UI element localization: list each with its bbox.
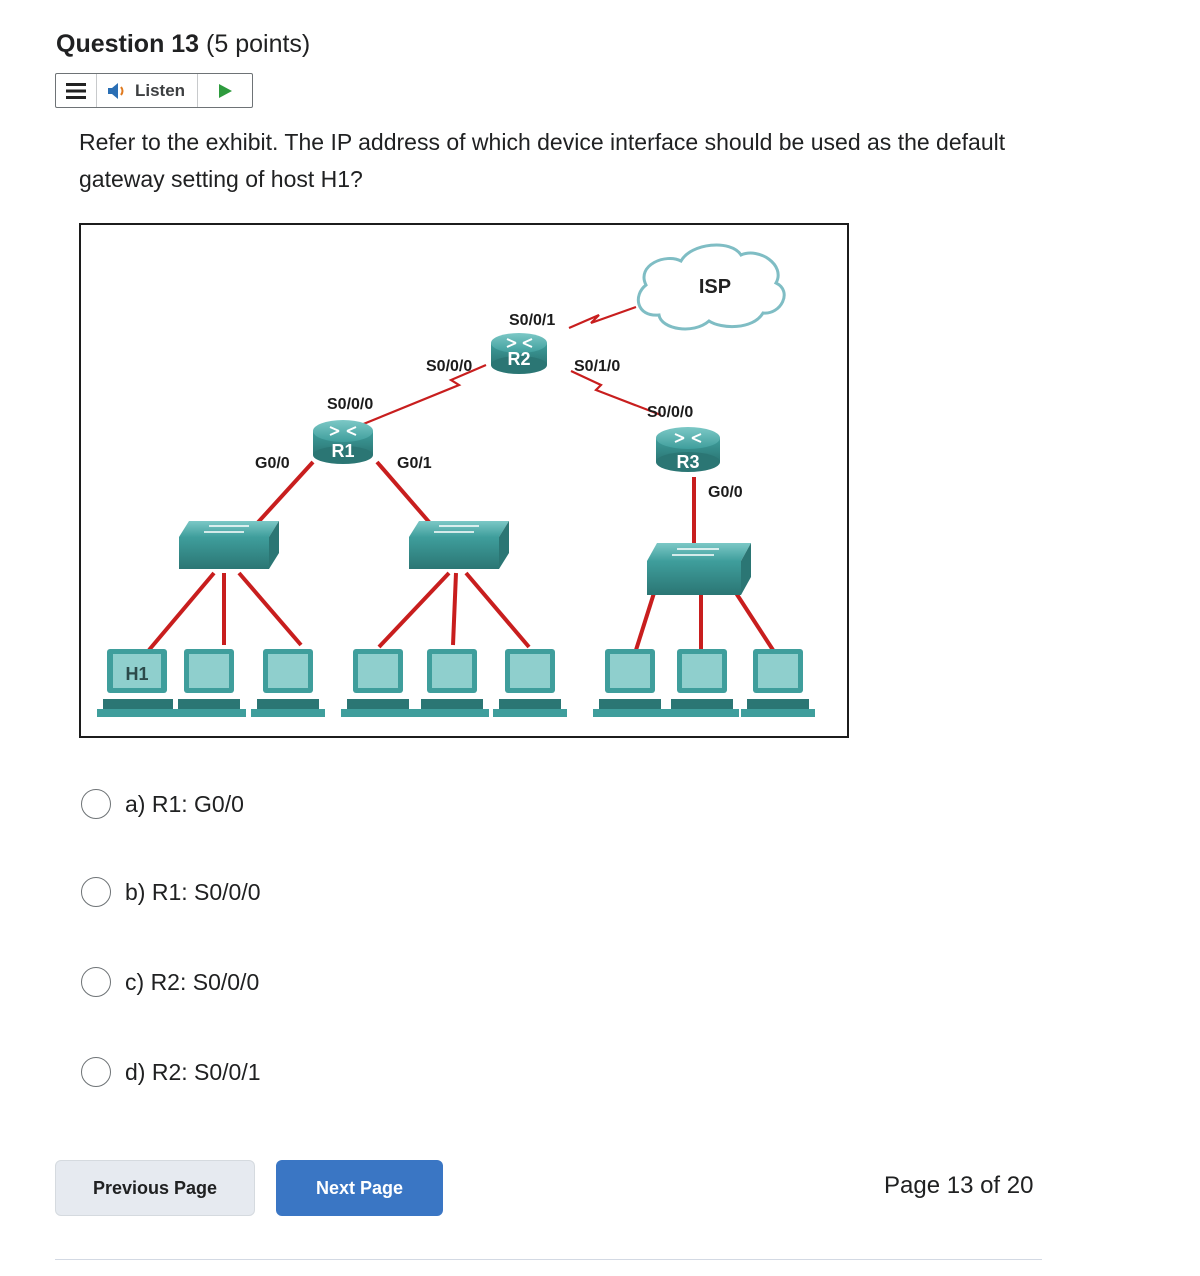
- choice-label: c) R2: S0/0/0: [125, 969, 259, 996]
- router-r2: R2: [491, 333, 547, 374]
- choice-letter: a): [125, 790, 146, 817]
- host: [593, 649, 667, 717]
- router-r1: R1: [313, 420, 373, 464]
- question-number: Question 13: [56, 30, 200, 58]
- switch-right: [647, 543, 751, 595]
- r2-s000-label: S0/0/0: [426, 358, 472, 375]
- router-r3-label: R3: [676, 452, 699, 472]
- question-text: Refer to the exhibit. The IP address of …: [79, 129, 1006, 192]
- router-r1-label: R1: [331, 441, 354, 461]
- host: [415, 649, 489, 717]
- question-title: Question 13 (5 points): [56, 30, 310, 59]
- choice-text: R1: G0/0: [151, 790, 244, 817]
- r3-s000-label: S0/0/0: [647, 404, 693, 421]
- r1-g00-label: G0/0: [255, 455, 290, 472]
- choice-label: d) R2: S0/0/1: [125, 1059, 261, 1086]
- next-page-button[interactable]: Next Page: [276, 1160, 443, 1216]
- choice-b[interactable]: b) R1: S0/0/0: [81, 877, 261, 907]
- choice-text: R2: S0/0/0: [150, 968, 260, 995]
- choice-label: b) R1: S0/0/0: [125, 879, 261, 906]
- play-icon: [219, 83, 233, 98]
- radio-button[interactable]: [81, 1057, 111, 1087]
- page-indicator: Page 13 of 20: [884, 1172, 1034, 1199]
- radio-button[interactable]: [81, 967, 111, 997]
- host: [172, 649, 246, 717]
- choice-a[interactable]: a) R1: G0/0: [81, 789, 244, 819]
- host-h1: H1: [97, 649, 179, 717]
- network-diagram: ISP R2 R1 R3: [97, 243, 815, 717]
- interface-labels: S0/0/1 S0/0/0 S0/1/0 S0/0/0 G0/0 G0/1 S0…: [255, 312, 743, 501]
- divider: [55, 1259, 1042, 1260]
- hosts: H1: [97, 649, 815, 717]
- host: [493, 649, 567, 717]
- host: [251, 649, 325, 717]
- radio-button[interactable]: [81, 877, 111, 907]
- readspeaker-toolbar: Listen: [55, 73, 253, 108]
- r2-s001-label: S0/0/1: [509, 312, 555, 329]
- network-exhibit: ISP R2 R1 R3: [79, 223, 849, 738]
- radio-button[interactable]: [81, 789, 111, 819]
- isp-cloud: ISP: [636, 243, 786, 331]
- isp-label: ISP: [699, 276, 731, 298]
- switch-middle: [409, 521, 509, 569]
- r1-g01-label: G0/1: [397, 455, 432, 472]
- host: [741, 649, 815, 717]
- listen-label: Listen: [135, 80, 186, 100]
- choice-letter: d): [125, 1058, 146, 1085]
- choice-text: R1: S0/0/0: [151, 878, 261, 905]
- host: [665, 649, 739, 717]
- r2-s010-label: S0/1/0: [574, 358, 620, 375]
- router-r3: R3: [656, 427, 720, 472]
- choice-text: R2: S0/0/1: [151, 1058, 261, 1085]
- choice-d[interactable]: d) R2: S0/0/1: [81, 1057, 261, 1087]
- choice-label: a) R1: G0/0: [125, 791, 244, 818]
- previous-page-button[interactable]: Previous Page: [55, 1160, 255, 1216]
- host-h1-label: H1: [125, 664, 148, 684]
- r1-s000-label: S0/0/0: [327, 396, 373, 413]
- router-r2-label: R2: [507, 349, 530, 369]
- host: [341, 649, 415, 717]
- menu-icon: [66, 82, 86, 99]
- choice-letter: c): [125, 968, 145, 995]
- ethernet-links: [147, 460, 775, 652]
- r3-g00-label: G0/0: [708, 484, 743, 501]
- choice-letter: b): [125, 878, 146, 905]
- speaker-icon: [108, 82, 124, 99]
- readspeaker-menu-button[interactable]: [56, 74, 97, 107]
- question-points: (5 points): [206, 30, 311, 58]
- serial-links: [360, 305, 662, 427]
- play-button[interactable]: [198, 74, 252, 107]
- listen-button[interactable]: Listen: [97, 74, 199, 107]
- choice-c[interactable]: c) R2: S0/0/0: [81, 967, 259, 997]
- switch-left: [179, 521, 279, 569]
